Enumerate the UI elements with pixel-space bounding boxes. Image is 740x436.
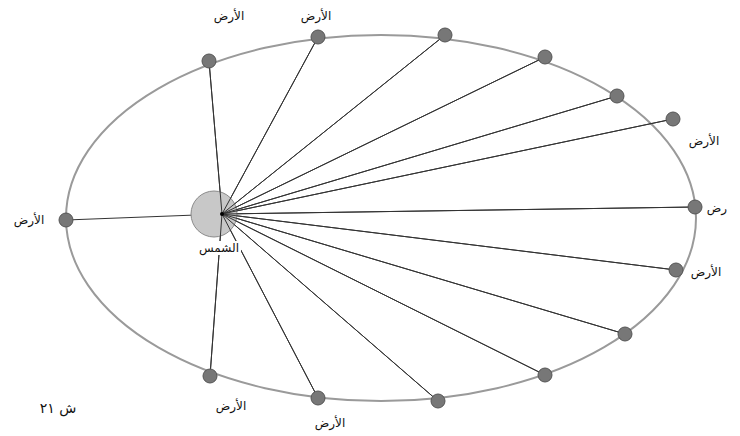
radius-lines xyxy=(66,35,695,401)
earth-label: الأرض xyxy=(299,9,333,23)
earth-label: الأرض xyxy=(12,213,46,227)
sun-label: الشمس xyxy=(197,241,241,255)
earth-label: الأرض xyxy=(687,134,721,148)
earth-label: رض xyxy=(705,201,729,215)
figure-number: ش ٢١ xyxy=(38,400,79,417)
orbit-ellipse xyxy=(66,35,696,401)
earth-label: الأرض xyxy=(214,399,248,413)
radius-lines-top xyxy=(209,35,695,401)
earth-dots xyxy=(59,28,702,408)
sun-center xyxy=(220,212,224,216)
earth-label: الأرض xyxy=(313,416,347,430)
earth-label: الأرض xyxy=(212,9,246,23)
earth-label: الأرض xyxy=(689,265,723,279)
